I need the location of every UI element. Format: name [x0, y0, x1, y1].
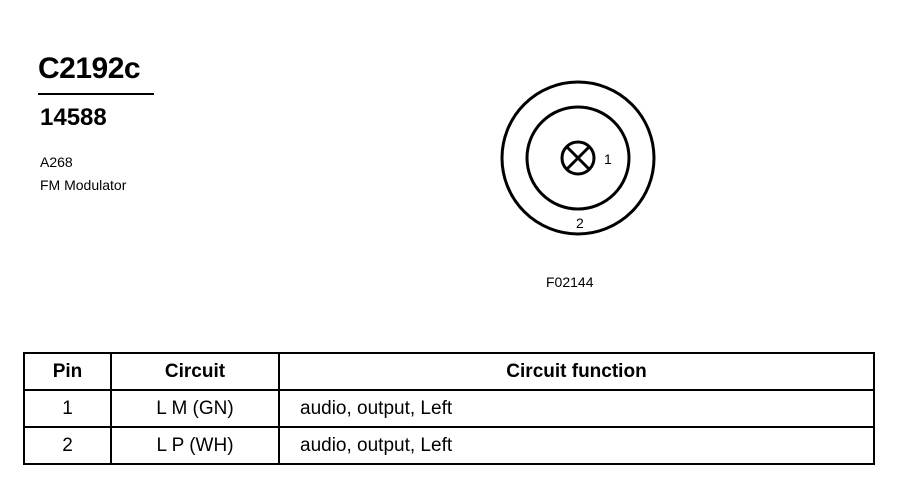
pin-1-label: 1	[604, 151, 612, 167]
cell-pin: 1	[23, 389, 112, 428]
cell-circuit: L M (GN)	[110, 389, 280, 428]
header-circuit: Circuit	[110, 352, 280, 391]
connector-face-diagram: 1 2	[500, 80, 656, 236]
header-pin: Pin	[23, 352, 112, 391]
cell-circuit: L P (WH)	[110, 426, 280, 465]
center-pin-icon	[560, 140, 596, 176]
outer-shell-ring	[500, 80, 656, 236]
cell-pin: 2	[23, 426, 112, 465]
cell-function: audio, output, Left	[278, 389, 875, 428]
component-name: FM Modulator	[40, 177, 127, 193]
table-header-row: Pin Circuit Circuit function	[23, 352, 875, 391]
table-row: 2 L P (WH) audio, output, Left	[23, 426, 875, 465]
title-rule	[38, 93, 154, 95]
pin-table: Pin Circuit Circuit function 1 L M (GN) …	[23, 352, 875, 465]
location-code: A268	[40, 154, 73, 170]
connector-id: C2192c	[38, 52, 141, 85]
table-row: 1 L M (GN) audio, output, Left	[23, 389, 875, 428]
inner-shell-ring	[525, 105, 631, 211]
pin-2-label: 2	[576, 215, 584, 231]
header-circuit-function: Circuit function	[278, 352, 875, 391]
cell-function: audio, output, Left	[278, 426, 875, 465]
figure-id: F02144	[546, 274, 594, 290]
part-number: 14588	[40, 104, 107, 131]
